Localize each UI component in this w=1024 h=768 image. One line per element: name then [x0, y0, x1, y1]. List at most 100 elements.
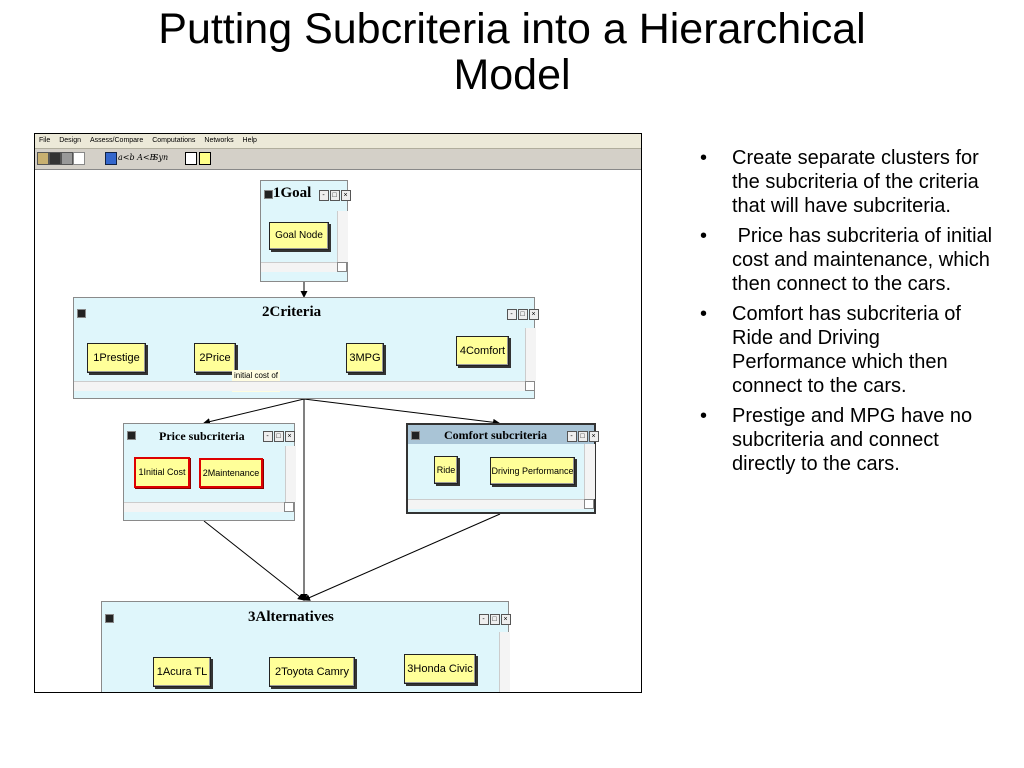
- node-goal[interactable]: Goal Node: [269, 222, 329, 250]
- maximize-icon[interactable]: □: [330, 190, 340, 201]
- bullet-marker: •: [700, 405, 708, 427]
- window-buttons[interactable]: -□×: [478, 613, 511, 625]
- node-comfort[interactable]: 4Comfort: [456, 336, 509, 366]
- slide-title-line-2: Model: [453, 51, 571, 99]
- print-icon[interactable]: [61, 152, 73, 165]
- resize-corner[interactable]: [284, 502, 294, 512]
- bullet-text: Create separate clusters for the subcrit…: [732, 147, 979, 217]
- close-icon[interactable]: ×: [501, 614, 511, 625]
- network-canvas[interactable]: 1Goal -□× Goal Node 2Criteria -□× 1Prest…: [35, 170, 641, 692]
- window-buttons[interactable]: -□×: [506, 308, 539, 320]
- bullet-text: Price has subcriteria of initial cost an…: [732, 225, 998, 295]
- horizontal-scrollbar[interactable]: [74, 381, 525, 391]
- connection-arrows: [203, 282, 501, 601]
- horizontal-scrollbar[interactable]: [261, 262, 337, 272]
- bullet-marker: •: [700, 303, 708, 325]
- menu-computations[interactable]: Computations: [152, 137, 196, 144]
- save-icon[interactable]: [49, 152, 61, 165]
- cluster-title: 1Goal: [273, 185, 312, 201]
- slide-title: Putting Subcriteria into a Hierarchical …: [0, 6, 1024, 98]
- alternatives-cluster[interactable]: 3Alternatives -□× 1Acura TL 2Toyota Camr…: [101, 601, 511, 692]
- slide-title-line-1: Putting Subcriteria into a Hierarchical: [158, 5, 866, 53]
- close-icon[interactable]: ×: [589, 431, 599, 442]
- tooltip-line-1: initial cost of: [234, 371, 279, 380]
- minimize-icon[interactable]: -: [567, 431, 577, 442]
- vertical-scrollbar[interactable]: [584, 444, 595, 499]
- goal-cluster[interactable]: 1Goal -□× Goal Node: [260, 180, 351, 282]
- close-icon[interactable]: ×: [529, 309, 539, 320]
- compare-mode-text[interactable]: a<b A<B: [118, 153, 156, 162]
- cluster-title: Price subcriteria: [159, 429, 245, 443]
- cluster-title-bar[interactable]: [408, 425, 594, 444]
- node-mpg[interactable]: 3MPG: [346, 343, 384, 373]
- toolbar: a<b A<B Syn: [35, 149, 641, 170]
- bullet-marker: •: [700, 225, 708, 247]
- minimize-icon[interactable]: -: [263, 431, 273, 442]
- window-buttons[interactable]: -□×: [318, 189, 351, 201]
- arrow-comfort-sub-to-alternatives: [303, 513, 501, 601]
- minimize-icon[interactable]: -: [507, 309, 517, 320]
- cluster-system-menu-icon[interactable]: [105, 614, 114, 623]
- open-folder-icon[interactable]: [37, 152, 49, 165]
- bullet-text: Prestige and MPG have no subcriteria and…: [732, 405, 973, 475]
- maximize-icon[interactable]: □: [578, 431, 588, 442]
- cluster-system-menu-icon[interactable]: [411, 431, 420, 440]
- resize-corner[interactable]: [525, 381, 535, 391]
- resize-corner[interactable]: [337, 262, 347, 272]
- help-question-icon[interactable]: [199, 152, 211, 165]
- close-icon[interactable]: ×: [341, 190, 351, 201]
- vertical-scrollbar[interactable]: [499, 632, 510, 692]
- window-buttons[interactable]: -□×: [262, 430, 295, 442]
- arrow-criteria-to-price-sub: [203, 398, 305, 426]
- superdecisions-window: File Design Assess/Compare Computations …: [34, 133, 642, 693]
- bullet-text: Comfort has subcriteria of Ride and Driv…: [732, 303, 961, 397]
- arrow-criteria-to-comfort-sub: [303, 398, 500, 426]
- bullet-item: • Price has subcriteria of initial cost …: [694, 224, 994, 296]
- cluster-system-menu-icon[interactable]: [127, 431, 136, 440]
- menu-bar: File Design Assess/Compare Computations …: [35, 134, 641, 149]
- menu-help[interactable]: Help: [242, 137, 257, 144]
- cluster-title: Comfort subcriteria: [444, 428, 547, 442]
- cluster-title: 3Alternatives: [248, 609, 334, 625]
- arrow-tool-icon[interactable]: [185, 152, 197, 165]
- node-prestige[interactable]: 1Prestige: [87, 343, 146, 373]
- price-subcriteria-cluster[interactable]: Price subcriteria -□× 1Initial Cost 2Mai…: [123, 423, 296, 521]
- cluster-system-menu-icon[interactable]: [77, 309, 86, 318]
- maximize-icon[interactable]: □: [518, 309, 528, 320]
- node-driving-performance[interactable]: Driving Performance: [490, 457, 575, 485]
- arrow-price-sub-to-alternatives: [203, 520, 305, 601]
- horizontal-scrollbar[interactable]: [408, 499, 584, 509]
- horizontal-scrollbar[interactable]: [124, 502, 285, 512]
- cluster-system-menu-icon[interactable]: [264, 190, 273, 199]
- vertical-scrollbar[interactable]: [337, 211, 348, 262]
- menu-design[interactable]: Design: [59, 137, 82, 144]
- maximize-icon[interactable]: □: [490, 614, 500, 625]
- bullet-marker: •: [700, 147, 708, 169]
- node-acura-tl[interactable]: 1Acura TL: [153, 657, 211, 687]
- node-toyota-camry[interactable]: 2Toyota Camry: [269, 657, 355, 687]
- node-price[interactable]: 2Price: [194, 343, 236, 373]
- resize-corner[interactable]: [584, 499, 594, 509]
- criteria-cluster[interactable]: 2Criteria -□× 1Prestige 2Price 3MPG 4Com…: [73, 297, 539, 399]
- comfort-subcriteria-cluster[interactable]: Comfort subcriteria -□× Ride Driving Per…: [406, 423, 599, 514]
- close-icon[interactable]: ×: [285, 431, 295, 442]
- node-maintenance[interactable]: 2Maintenance: [199, 458, 263, 488]
- menu-networks[interactable]: Networks: [204, 137, 234, 144]
- link-nodes-icon[interactable]: [105, 152, 117, 165]
- bullet-list: • Create separate clusters for the subcri…: [694, 146, 994, 482]
- edit-pen-icon[interactable]: [73, 152, 85, 165]
- node-ride[interactable]: Ride: [434, 456, 458, 484]
- node-initial-cost[interactable]: 1Initial Cost: [134, 457, 190, 488]
- window-buttons[interactable]: -□×: [566, 430, 599, 442]
- minimize-icon[interactable]: -: [479, 614, 489, 625]
- synthesize-text[interactable]: Syn: [153, 153, 169, 162]
- menu-assess-compare[interactable]: Assess/Compare: [89, 137, 144, 144]
- maximize-icon[interactable]: □: [274, 431, 284, 442]
- cluster-title: 2Criteria: [262, 304, 322, 320]
- node-honda-civic[interactable]: 3Honda Civic: [404, 654, 476, 684]
- vertical-scrollbar[interactable]: [525, 328, 536, 381]
- vertical-scrollbar[interactable]: [285, 446, 296, 502]
- minimize-icon[interactable]: -: [319, 190, 329, 201]
- menu-file[interactable]: File: [39, 137, 51, 144]
- bullet-item: • Create separate clusters for the subcri…: [694, 146, 994, 218]
